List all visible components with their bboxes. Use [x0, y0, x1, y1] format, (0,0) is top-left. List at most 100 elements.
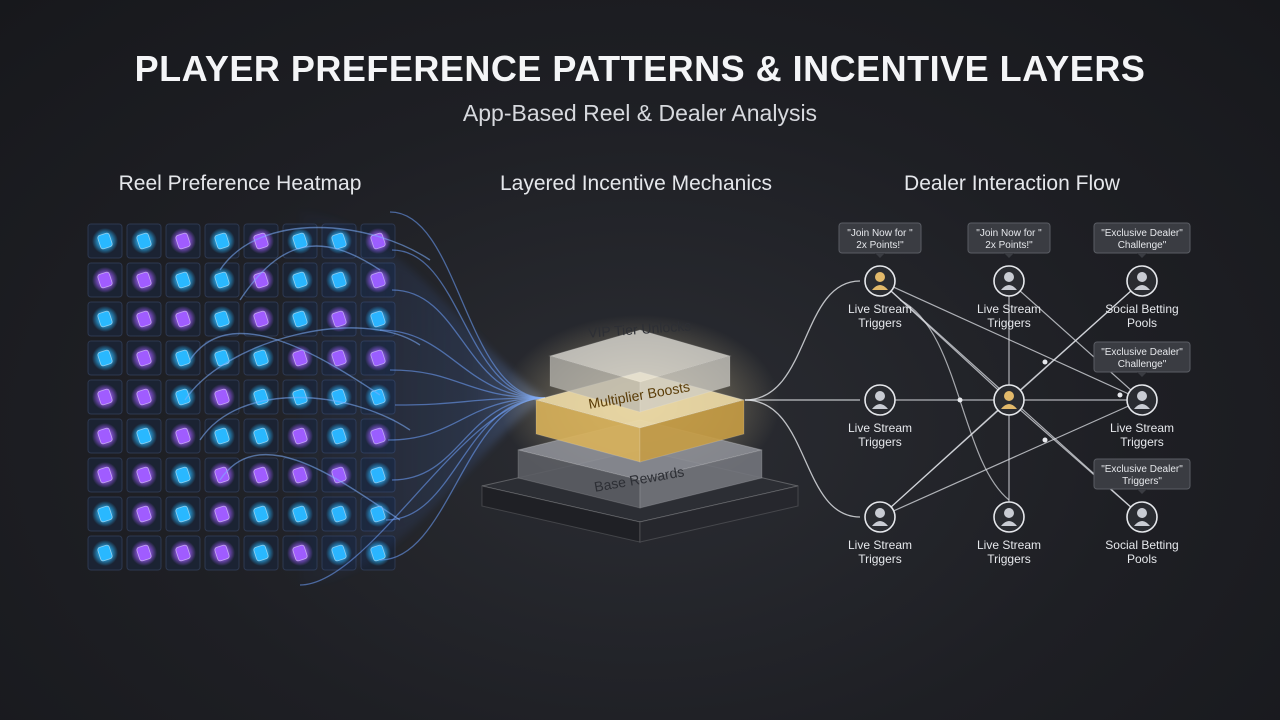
- reel-icon: [253, 349, 269, 367]
- junction-dot: [1042, 437, 1048, 443]
- flow-arc: [189, 332, 381, 396]
- heatmap-cell: [126, 535, 162, 571]
- node-label-line2: Triggers: [987, 552, 1031, 566]
- heatmap-section-title: Reel Preference Heatmap: [118, 172, 362, 195]
- heatmap-cell: [87, 496, 123, 532]
- reel-icon: [175, 271, 191, 289]
- heatmap-cell: [87, 262, 123, 298]
- hub-node: [993, 384, 1025, 416]
- flow-fan-glow: [290, 210, 545, 585]
- heatmap-cell: [243, 379, 279, 415]
- reel-icon: [253, 466, 269, 484]
- heatmap-cell: [243, 223, 279, 259]
- node-label-line2: Pools: [1127, 552, 1157, 566]
- incentives-section-title: Layered Incentive Mechanics: [500, 172, 772, 195]
- heatmap-cell: [126, 418, 162, 454]
- heatmap-cell: [204, 262, 240, 298]
- flow-arc: [219, 226, 431, 271]
- heatmap-cell: [204, 418, 240, 454]
- node-label-line1: Social Betting: [1105, 538, 1178, 552]
- reel-icon: [136, 271, 152, 289]
- callout-line2: 2x Points!": [985, 240, 1033, 251]
- flow-edge: [879, 280, 1143, 401]
- reel-icon: [214, 271, 230, 289]
- heatmap-cell: [87, 301, 123, 337]
- callout-line1: "Join Now for ": [847, 228, 913, 239]
- node-label-line2: Triggers: [858, 435, 902, 449]
- callout-line2: Challenge": [1118, 240, 1167, 251]
- node-label-line1: Live Stream: [848, 538, 912, 552]
- flow-arc: [184, 327, 421, 401]
- reel-icon: [97, 544, 113, 562]
- node-label-line2: Triggers: [858, 316, 902, 330]
- junction-dot: [1117, 392, 1123, 398]
- heatmap-cell: [87, 418, 123, 454]
- heatmap-cell: [165, 535, 201, 571]
- node-label-line2: Triggers: [1120, 435, 1164, 449]
- callout-line1: "Exclusive Dealer": [1101, 464, 1183, 475]
- callout-line1: "Exclusive Dealer": [1101, 347, 1183, 358]
- user-icon: [872, 391, 888, 409]
- reel-icon: [136, 232, 152, 250]
- heatmap-cell: [243, 457, 279, 493]
- reel-icon: [214, 466, 230, 484]
- heatmap-cell: [165, 262, 201, 298]
- heatmap-cell: [165, 418, 201, 454]
- callout-line1: "Join Now for ": [976, 228, 1042, 239]
- node-label-line1: Live Stream: [848, 421, 912, 435]
- heatmap-flow-lines: [184, 210, 546, 586]
- heatmap-cell: [126, 223, 162, 259]
- heatmap-cell: [126, 457, 162, 493]
- reel-icon: [97, 310, 113, 328]
- reel-icon: [214, 232, 230, 250]
- flow-arc: [239, 245, 381, 301]
- reel-icon: [175, 466, 191, 484]
- user-icon: [872, 508, 888, 526]
- heatmap-cell: [165, 457, 201, 493]
- heatmap-cell: [87, 535, 123, 571]
- heatmap-cell: [165, 223, 201, 259]
- user-icon: [1134, 272, 1150, 290]
- node-label-line2: Pools: [1127, 316, 1157, 330]
- heatmap-cell: [87, 340, 123, 376]
- reel-icon: [136, 466, 152, 484]
- reel-icon: [253, 232, 269, 250]
- flow-edge: [1008, 280, 1143, 401]
- reel-icon: [253, 271, 269, 289]
- reel-icon: [214, 388, 230, 406]
- heatmap-cell: [126, 379, 162, 415]
- reel-icon: [97, 349, 113, 367]
- callout-line2: Challenge": [1118, 359, 1167, 370]
- stack-label: VIP Tier Unlocks: [588, 317, 692, 340]
- stack-connector: [744, 399, 861, 518]
- reel-icon: [175, 232, 191, 250]
- reel-icon: [97, 388, 113, 406]
- node-label-line2: Triggers: [987, 316, 1031, 330]
- reel-icon: [214, 310, 230, 328]
- heatmap-cell: [126, 496, 162, 532]
- heatmap-cell: [243, 301, 279, 337]
- callout-line2: Triggers": [1122, 476, 1162, 487]
- heatmap-cell: [165, 379, 201, 415]
- user-icon: [1134, 391, 1150, 409]
- heatmap-cell: [204, 379, 240, 415]
- heatmap-cell: [243, 262, 279, 298]
- node-label-line1: Live Stream: [1110, 421, 1174, 435]
- heatmap-cell: [165, 496, 201, 532]
- reel-icon: [175, 544, 191, 562]
- user-icon: [872, 272, 888, 290]
- flow-arc: [199, 396, 411, 441]
- reel-icon: [97, 466, 113, 484]
- heatmap-cell: [204, 457, 240, 493]
- junction-dot: [957, 397, 963, 403]
- flow-arc: [219, 453, 401, 521]
- heatmap-cell: [243, 496, 279, 532]
- heatmap-cell: [204, 496, 240, 532]
- callout-bubble: "Exclusive Dealer"Challenge": [1093, 341, 1191, 377]
- reel-icon: [136, 310, 152, 328]
